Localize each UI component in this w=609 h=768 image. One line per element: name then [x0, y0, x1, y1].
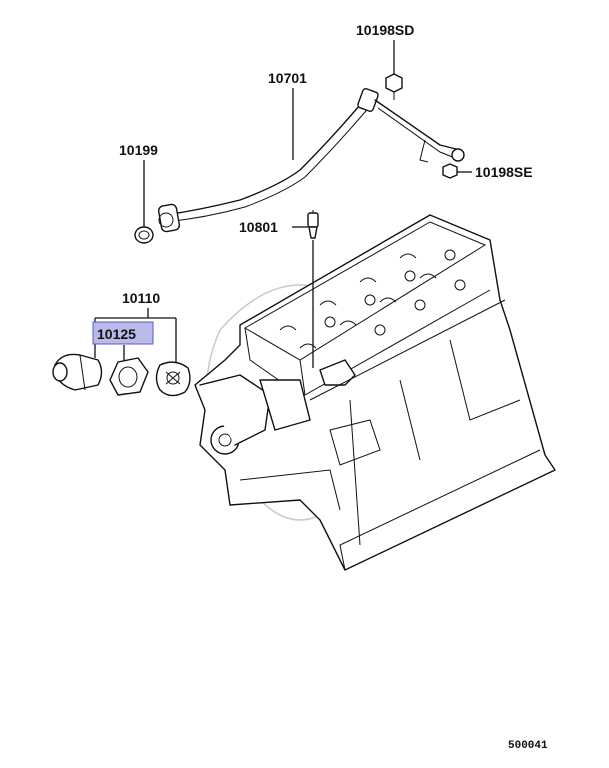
part-label-10801[interactable]: 10801 [239, 219, 278, 235]
part-label-10199[interactable]: 10199 [119, 142, 158, 158]
engine-block [194, 214, 556, 571]
part-label-10125[interactable]: 10125 [97, 326, 136, 342]
thermostat-10110 [155, 361, 191, 397]
part-label-10110[interactable]: 10110 [122, 290, 160, 306]
drawing-code: 500041 [508, 740, 548, 752]
bolt-10198se [442, 163, 458, 179]
bolt-10198sd [385, 73, 403, 100]
gasket-10125 [109, 357, 149, 396]
highlight-box-10125 [92, 321, 154, 345]
leader-lines [94, 40, 472, 368]
part-label-10198se[interactable]: 10198SE [475, 164, 533, 180]
part-labels: 10198SD 10701 10199 10198SE 10801 10110 … [92, 22, 533, 345]
water-pipe-10701 [157, 88, 465, 233]
part-label-10198sd[interactable]: 10198SD [356, 22, 414, 38]
part-label-10701[interactable]: 10701 [268, 70, 307, 86]
sensor-10801 [307, 210, 319, 239]
thermostat-case [52, 353, 103, 391]
o-ring-10199 [134, 226, 154, 244]
